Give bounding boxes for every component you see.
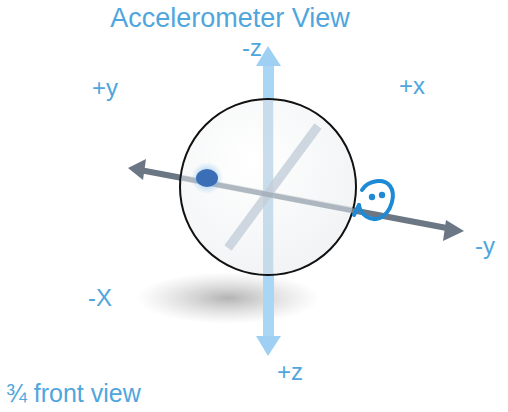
diagram-title: Accelerometer View — [110, 5, 350, 32]
sphere — [180, 99, 356, 275]
axis-label: -z — [242, 36, 262, 60]
sphero-logo — [354, 181, 393, 219]
axis-label: +x — [399, 74, 425, 98]
tail-dot — [196, 169, 218, 187]
axis-label: +z — [277, 360, 303, 384]
axis-label: +y — [92, 76, 118, 100]
axis-label: -X — [88, 286, 112, 310]
shadow — [136, 272, 320, 324]
dot-glow — [191, 162, 223, 194]
caption: ¾ front view — [6, 381, 141, 406]
axis-label: -y — [475, 234, 495, 258]
